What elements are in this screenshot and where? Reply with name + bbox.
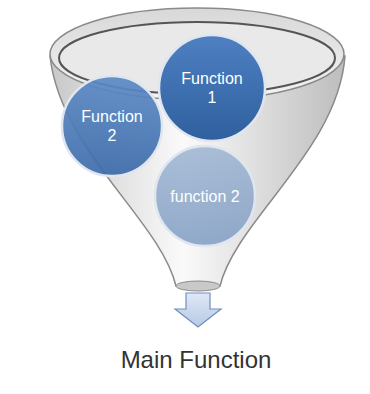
function-label: Function 1 [175,69,249,107]
circle-shape [60,74,164,178]
function-label: function 2 [168,187,242,206]
circle-outline [155,146,255,246]
main-function-label: Main Function [121,346,272,374]
function-label: Function 2 [75,107,149,145]
circle-shape [157,33,267,143]
function-circle: function 2 [153,144,257,248]
function-circle: Function 2 [60,74,164,178]
circle-outline [159,35,265,141]
down-arrow [175,293,221,327]
circle-outline [62,76,162,176]
funnel-bottom [176,281,220,291]
function-circle: Function 1 [157,33,267,143]
